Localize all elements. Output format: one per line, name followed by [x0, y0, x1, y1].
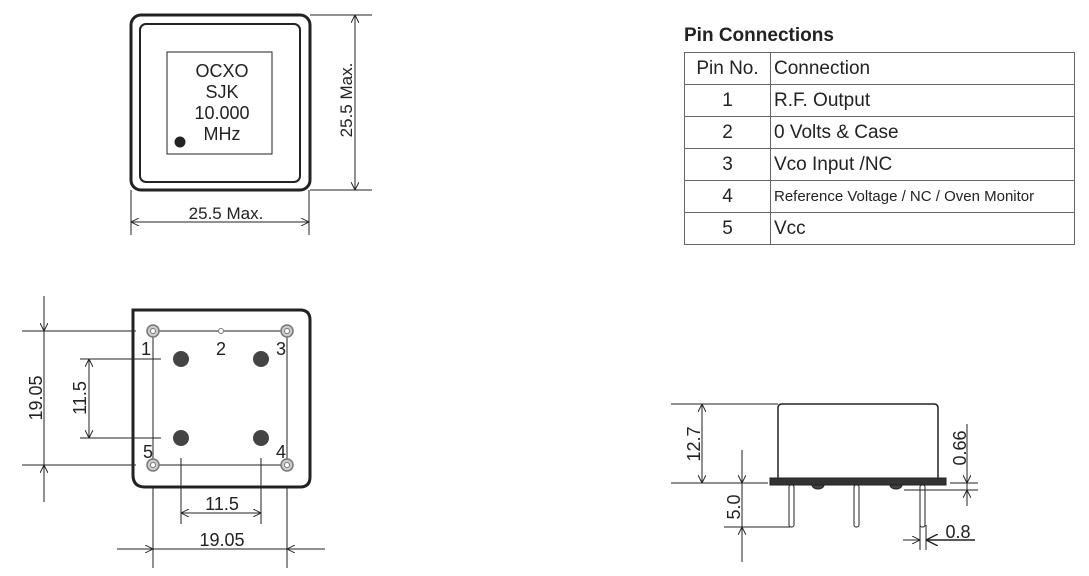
pin1-marker-dot: [174, 136, 186, 148]
dim-inner-vertical: 11.5: [70, 381, 90, 415]
side-view: [671, 403, 978, 562]
dim-top-height: 25.5 Max.: [337, 63, 356, 138]
dim-inner-horizontal: 11.5: [205, 494, 239, 514]
table-row: 3 Vco Input /NC: [684, 148, 1075, 181]
pin-connection: Vco Input /NC: [770, 148, 1075, 181]
dim-flange: 0.66: [950, 430, 970, 465]
pin-number: 5: [684, 212, 771, 245]
pin-connection: Vcc: [770, 212, 1075, 245]
label-line-1: OCXO: [195, 61, 248, 81]
header-connection: Connection: [770, 52, 1075, 85]
dim-pin-diameter: 0.8: [945, 522, 970, 542]
pin-label-4: 4: [276, 442, 286, 462]
table-header-row: Pin No. Connection: [684, 52, 1075, 85]
label-line-2: SJK: [205, 82, 238, 102]
pin-number: 3: [684, 148, 771, 181]
label-line-4: MHz: [204, 124, 241, 144]
table-row: 5 Vcc: [684, 212, 1075, 245]
label-line-3: 10.000: [194, 103, 249, 123]
pin-label-2: 2: [216, 339, 226, 359]
top-view: [129, 13, 372, 235]
dim-outer-horizontal: 19.05: [199, 530, 244, 550]
table-row: 2 0 Volts & Case: [684, 116, 1075, 149]
dim-outer-vertical: 19.05: [26, 375, 46, 420]
dim-body-height: 12.7: [684, 426, 704, 461]
pin-connection: Reference Voltage / NC / Oven Monitor: [770, 180, 1075, 213]
table-row: 4 Reference Voltage / NC / Oven Monitor: [684, 180, 1075, 213]
pin-connection: R.F. Output: [770, 84, 1075, 117]
dim-pin-length: 5.0: [724, 494, 744, 519]
dim-top-width: 25.5 Max.: [189, 204, 264, 223]
header-pin-no: Pin No.: [684, 52, 771, 85]
pin-connection: 0 Volts & Case: [770, 116, 1075, 149]
table-row: 1 R.F. Output: [684, 84, 1075, 117]
pin-table-title: Pin Connections: [684, 25, 834, 46]
pin-number: 2: [684, 116, 771, 149]
pin-label-1: 1: [141, 339, 151, 359]
pin-number: 4: [684, 180, 771, 213]
pin-number: 1: [684, 84, 771, 117]
pin-label-3: 3: [276, 339, 286, 359]
bottom-view: [22, 296, 325, 568]
pin-connections-table: Pin No. Connection 1 R.F. Output 2 0 Vol…: [684, 52, 1075, 245]
pin-label-5: 5: [143, 442, 153, 462]
